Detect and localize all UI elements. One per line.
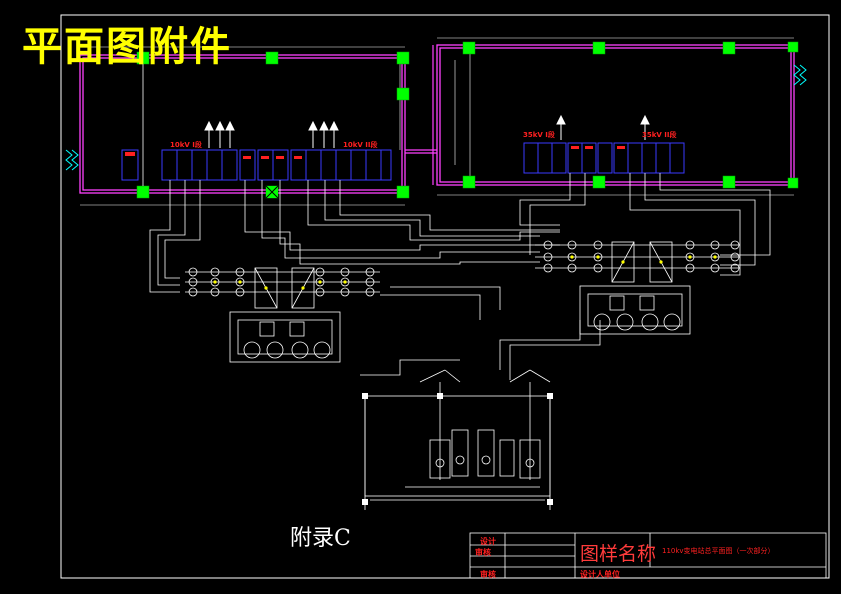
title-block-row3: 审核: [480, 570, 496, 579]
left-building: [79, 54, 406, 194]
panel-marks: [125, 146, 625, 159]
cross-line-b: [265, 185, 279, 199]
title-block-grid: [469, 532, 827, 579]
lower-bay: [364, 369, 551, 510]
drawing-title: 110kv变电站总平面图（一次部分）: [662, 547, 775, 555]
right-panels: [523, 142, 685, 174]
title-block-row1: 设计: [480, 537, 496, 546]
outer-frame: [60, 14, 830, 579]
left-bay-marks: [213, 280, 347, 290]
title-block-row2: 审核: [475, 548, 491, 557]
right-building: [436, 44, 795, 186]
feeder-arrows: [204, 114, 650, 148]
appendix-label: 附录C: [290, 526, 351, 551]
left-transformer-bay: [185, 267, 380, 363]
left-group-label-b: 10kV II段: [343, 141, 378, 149]
right-group-label-b: 35kV II段: [642, 131, 677, 139]
cable-runs: [149, 173, 771, 380]
right-bay-marks: [570, 255, 717, 264]
page-title: 平面图附件: [22, 23, 232, 70]
column-markers: [136, 41, 799, 199]
left-panels: [121, 149, 392, 181]
corridor: [405, 45, 437, 185]
dimension-lines: [80, 37, 794, 206]
lower-bay-marks: [362, 393, 553, 505]
left-group-label-a: 10kV I段: [170, 141, 202, 149]
right-transformer-bay: [535, 240, 740, 335]
door-symbols: [65, 64, 807, 171]
right-group-label-a: 35kV I段: [523, 131, 555, 139]
title-block-row4: 设计人单位: [580, 570, 620, 579]
drawing-name-label: 图样名称: [580, 543, 657, 565]
